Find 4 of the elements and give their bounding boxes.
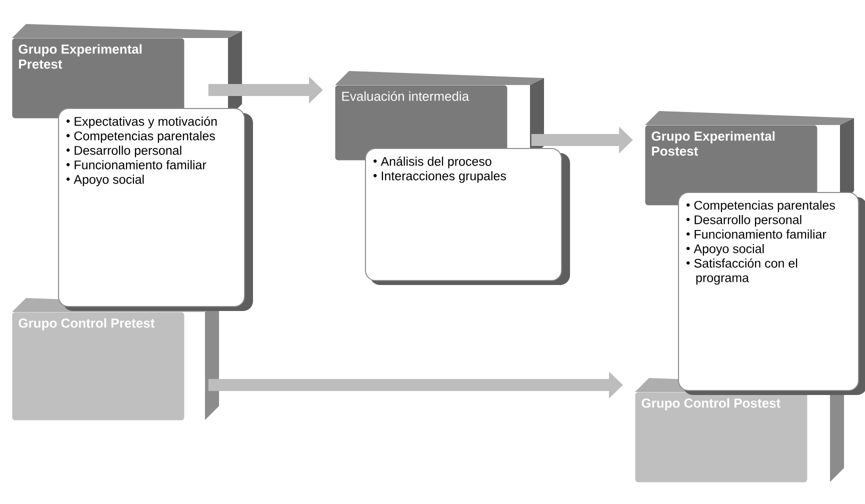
bullet-list-box: Análisis del proceso Interacciones grupales	[365, 148, 570, 285]
control-box: Grupo Control Pretest	[12, 298, 219, 420]
bullet-list-box: Competencias parentales Desarrollo personal Funcionamiento familiar Apoyo social Satisfacción con el programa	[678, 192, 865, 395]
bullet-list-box: Expectativas y motivación Competencias parentales Desarrollo personal Funcionamiento familiar Apoyo social	[58, 108, 253, 311]
